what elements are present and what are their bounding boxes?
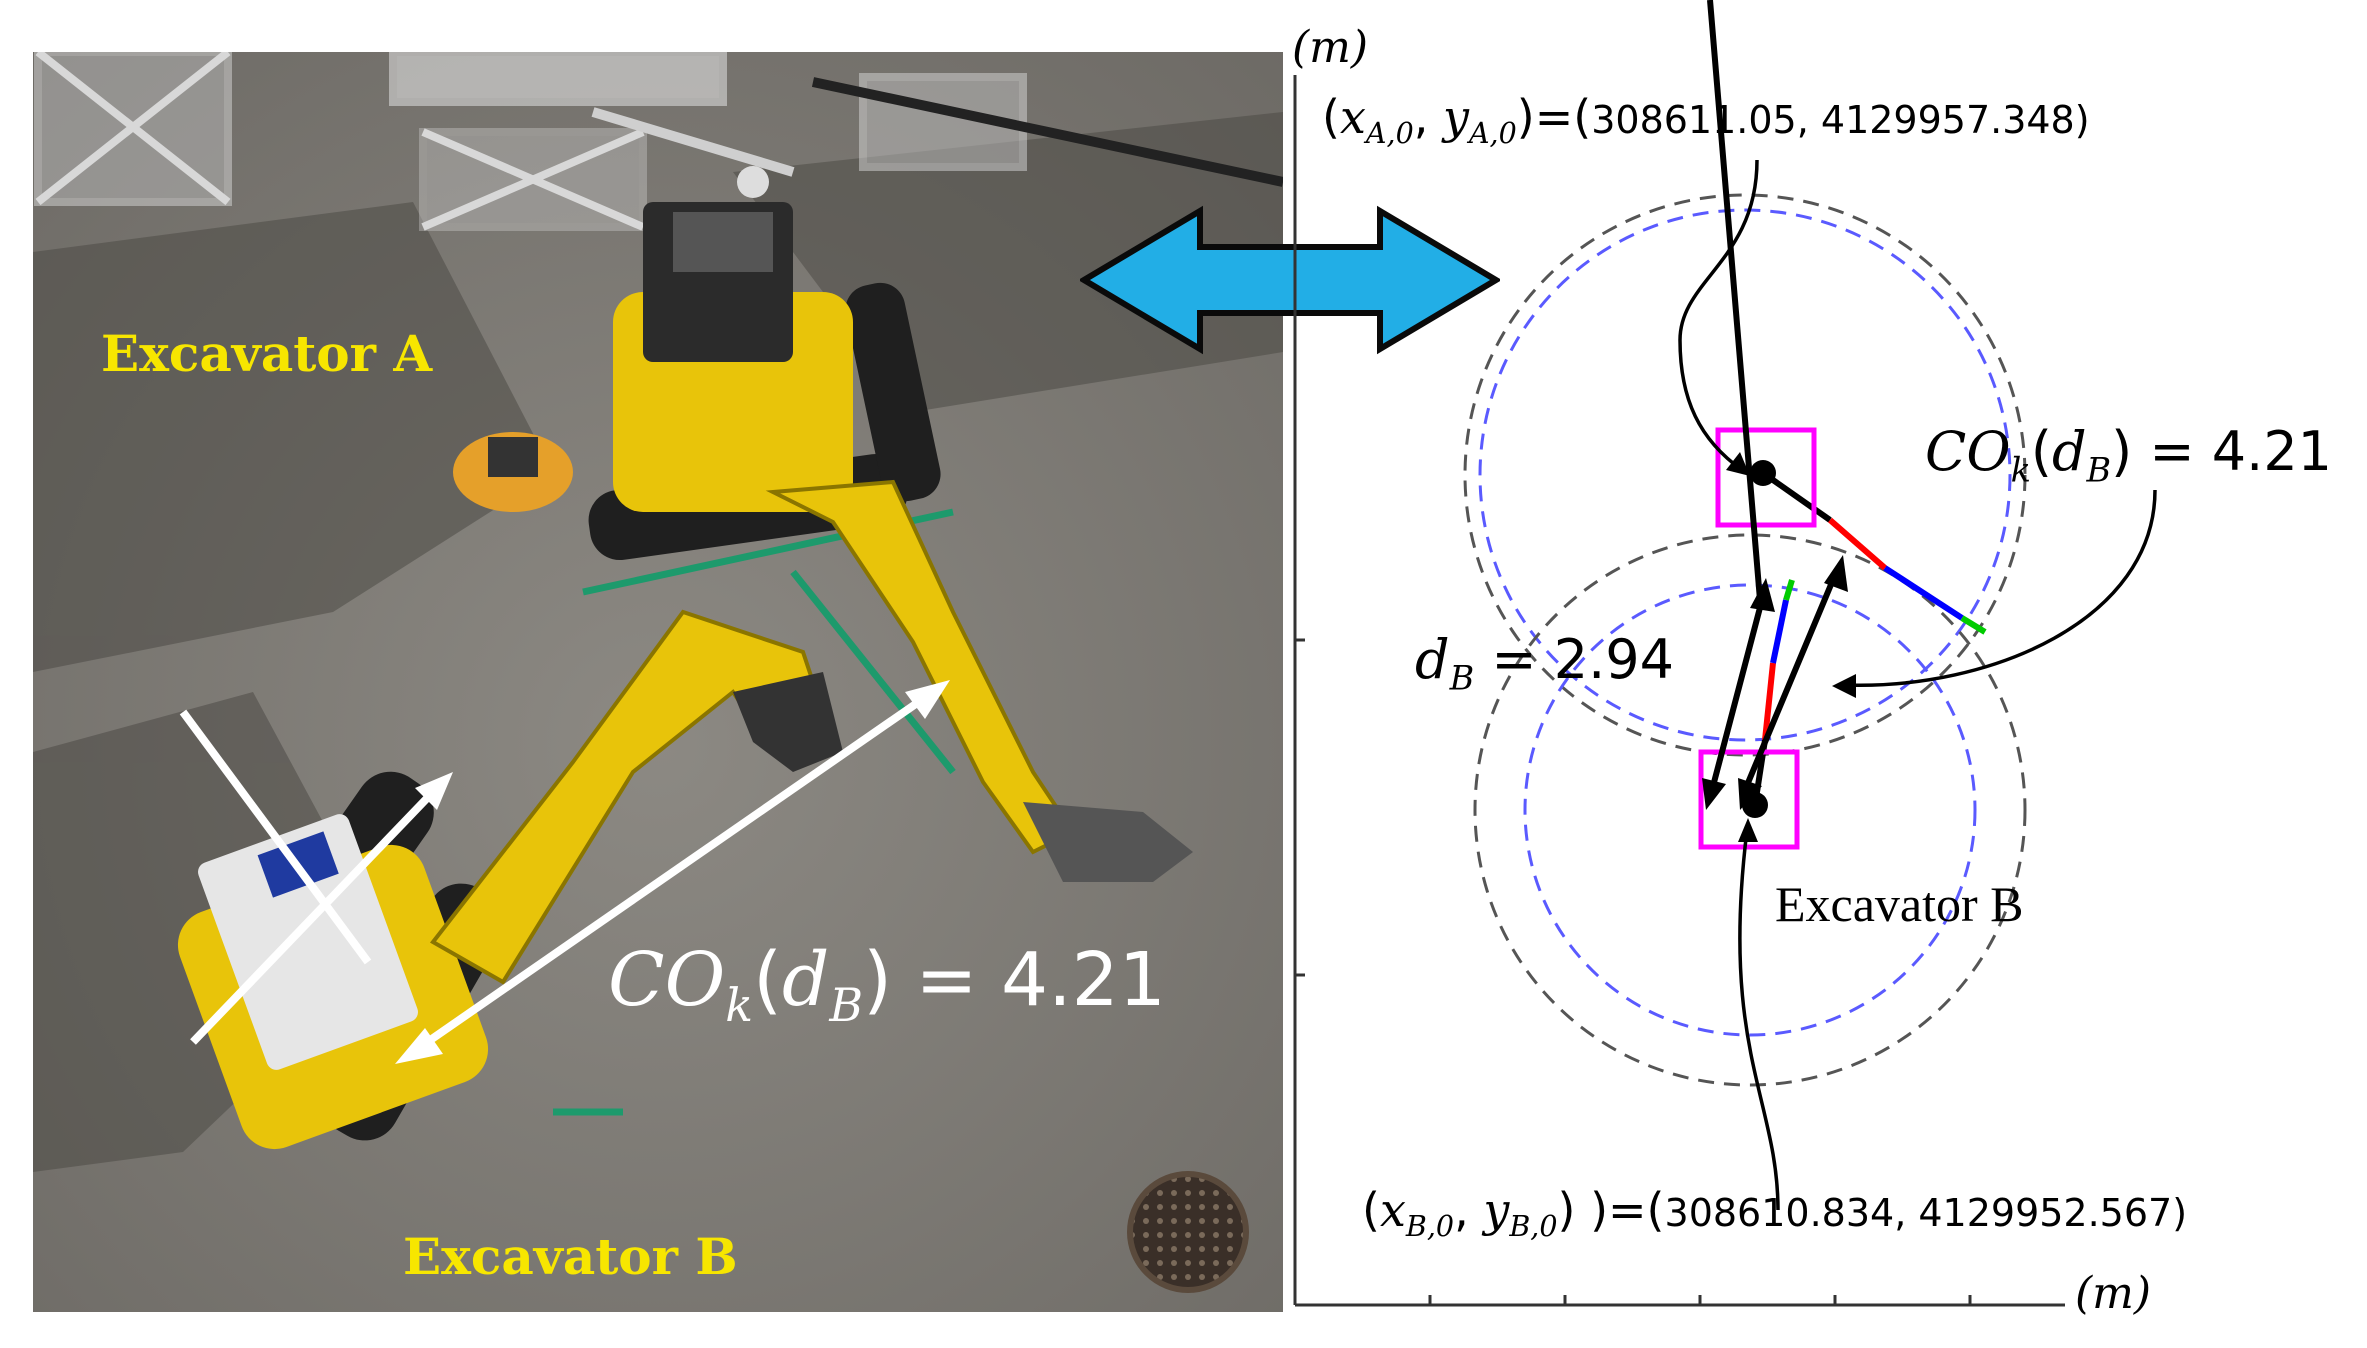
distance-arrowheads bbox=[1702, 555, 1848, 810]
overlay-metric-subscript: k bbox=[725, 978, 754, 1033]
collision-label: COk(dB) = 4.21 bbox=[1925, 420, 2332, 490]
shadows bbox=[33, 112, 1283, 1172]
outer-circle-b bbox=[1473, 533, 2027, 1087]
point-a-y-symbol: y bbox=[1442, 90, 1469, 144]
excavator-a-links bbox=[1761, 470, 1987, 635]
point-a-label: (xA,0, yA,0)=(308611.05, 4129957.348) bbox=[1322, 90, 2090, 150]
distance-arrows bbox=[1707, 0, 1838, 792]
overlay-metric-symbol: CO bbox=[608, 937, 726, 1023]
manhole bbox=[1127, 1171, 1249, 1293]
point-a-x-symbol: x bbox=[1339, 90, 1366, 144]
point-b-x-symbol: x bbox=[1379, 1183, 1406, 1237]
point-b-sep: , bbox=[1894, 1191, 1919, 1235]
point-a-end-paren: ) bbox=[2074, 98, 2090, 142]
overlay-arg-subscript: B bbox=[829, 978, 864, 1033]
collision-arg-subscript: B bbox=[2086, 450, 2112, 490]
overlay-equals: = bbox=[891, 937, 1002, 1023]
double-arrow-icon bbox=[1080, 205, 1500, 355]
inner-circle-a bbox=[1478, 208, 2012, 742]
origin-dot-a bbox=[1750, 460, 1776, 486]
leader-arrowheads bbox=[1726, 452, 1856, 842]
marker-box-b bbox=[1698, 749, 1800, 850]
diagram-label-excavator-b: Excavator B bbox=[1775, 876, 2024, 932]
point-a-comma: , bbox=[1413, 90, 1443, 144]
label-excavator-b: Excavator B bbox=[403, 1227, 738, 1286]
collision-value: 4.21 bbox=[2211, 420, 2333, 483]
point-a-open-paren: ( bbox=[1322, 90, 1340, 144]
point-b-label: (xB,0, yB,0) )=(308610.834, 4129952.567) bbox=[1362, 1183, 2187, 1243]
scaffolding bbox=[34, 52, 1283, 231]
overlay-value: 4.21 bbox=[1001, 937, 1166, 1023]
overlay-close-paren: ) bbox=[863, 937, 892, 1023]
point-a-sep: , bbox=[1796, 98, 1821, 142]
collision-metric-symbol: CO bbox=[1925, 420, 2011, 483]
field-photo: Excavator A Excavator B COk(dB) = 4.21 bbox=[33, 52, 1283, 1312]
collision-close-paren: ) bbox=[2111, 420, 2133, 483]
point-b-y-symbol: y bbox=[1483, 1183, 1510, 1237]
excavator-a bbox=[588, 107, 1193, 882]
marker-box-a bbox=[1715, 427, 1817, 528]
distance-value: 2.94 bbox=[1553, 628, 1674, 691]
point-b-end-paren: ) bbox=[2172, 1191, 2188, 1235]
label-excavator-a: Excavator A bbox=[101, 324, 433, 383]
point-b-y-subscript: B,0 bbox=[1509, 1209, 1558, 1243]
photo-scene bbox=[33, 52, 1283, 1312]
photo-axis-arrows bbox=[179, 680, 950, 1064]
point-b-y-value: 4129952.567 bbox=[1918, 1191, 2173, 1235]
point-b-open-paren: ( bbox=[1362, 1183, 1380, 1237]
collision-metric-subscript: k bbox=[2010, 450, 2031, 490]
y-axis-unit: (m) bbox=[1292, 22, 1369, 73]
collision-arg-symbol: d bbox=[2051, 420, 2087, 483]
collision-open-paren: ( bbox=[2030, 420, 2052, 483]
safety-circles bbox=[1463, 193, 2027, 1087]
distance-equals: = bbox=[1474, 628, 1554, 691]
collision-equals: = bbox=[2132, 420, 2212, 483]
point-a-x-value: 308611.05 bbox=[1591, 98, 1797, 142]
point-a-y-subscript: A,0 bbox=[1468, 116, 1517, 150]
diagram-axes bbox=[1293, 75, 2065, 1307]
point-b-x-value: 308610.834 bbox=[1664, 1191, 1895, 1235]
point-a-x-subscript: A,0 bbox=[1365, 116, 1414, 150]
excavator-b bbox=[177, 609, 843, 1150]
laptop bbox=[488, 437, 538, 477]
photo-overlay-metric: COk(dB) = 4.21 bbox=[608, 937, 1166, 1032]
point-a-close-equals: )=( bbox=[1516, 90, 1592, 144]
point-a-y-value: 4129957.348 bbox=[1820, 98, 2075, 142]
overlay-arg-symbol: d bbox=[781, 937, 830, 1023]
distance-symbol: d bbox=[1415, 628, 1450, 691]
inner-circle-b bbox=[1523, 583, 1977, 1037]
outer-circle-a bbox=[1463, 193, 2027, 757]
leader-lines bbox=[1678, 159, 2157, 1211]
distance-subscript: B bbox=[1449, 658, 1475, 698]
overlay-open-paren: ( bbox=[753, 937, 782, 1023]
x-axis-unit: (m) bbox=[2075, 1268, 2152, 1319]
point-b-comma: , bbox=[1454, 1183, 1484, 1237]
point-b-close-equals: ) )=( bbox=[1557, 1183, 1665, 1237]
distance-label: dB = 2.94 bbox=[1415, 628, 1674, 698]
point-b-x-subscript: B,0 bbox=[1405, 1209, 1455, 1243]
